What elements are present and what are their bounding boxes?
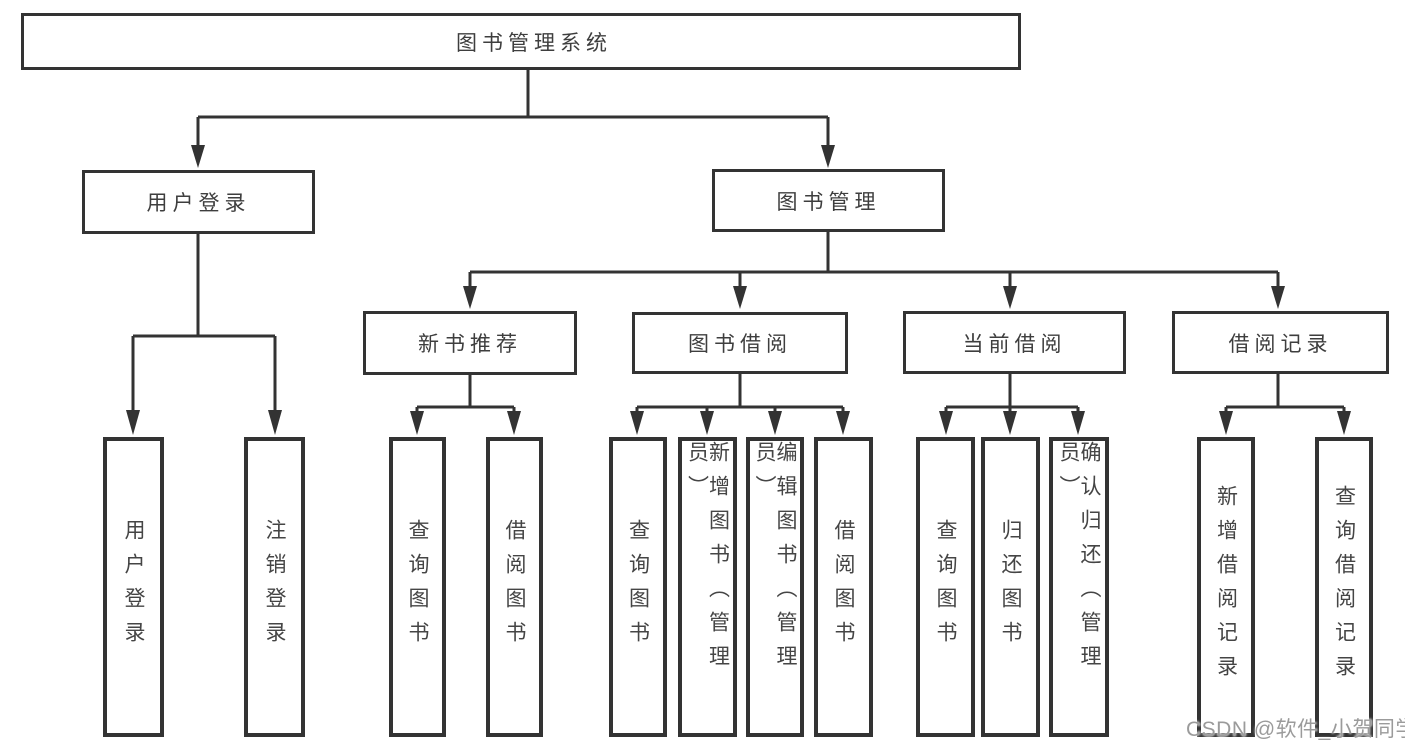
leaf-edit-book-admin-label: 编辑图书（管理员） <box>753 441 797 679</box>
node-user-login-label: 用户登录 <box>146 192 251 215</box>
arrowhead <box>939 411 953 435</box>
leaf-borrow-books-recommend-label: 借阅图书 <box>503 519 526 655</box>
arrowhead <box>1003 286 1017 309</box>
node-root-label: 图书管理系统 <box>456 31 612 55</box>
watermark: CSDN @软件_小贺同学 <box>1186 718 1405 741</box>
connector-borrowing-records <box>1224 374 1346 414</box>
arrowhead <box>191 145 205 168</box>
leaf-confirm-return-admin-label: 确认归还（管理员） <box>1057 441 1101 679</box>
node-new-book-recommend: 新书推荐 <box>363 311 577 375</box>
arrowhead <box>768 411 782 435</box>
arrowhead <box>410 411 424 435</box>
leaf-borrow-books-recommend: 借阅图书 <box>486 437 543 737</box>
leaf-add-book-admin-label: 新增图书（管理员） <box>685 441 730 679</box>
leaf-add-borrow-record: 新增借阅记录 <box>1197 437 1255 737</box>
leaf-query-books-current-label: 查询图书 <box>934 519 957 655</box>
leaf-query-books-borrowing: 查询图书 <box>609 437 667 737</box>
arrowhead <box>507 411 521 435</box>
connector-new-book-recommend <box>415 375 516 414</box>
leaf-query-borrow-record: 查询借阅记录 <box>1315 437 1373 737</box>
leaf-borrow-books-borrowing-label: 借阅图书 <box>832 519 855 655</box>
connector-root <box>196 70 830 150</box>
leaf-user-login: 用户登录 <box>103 437 164 737</box>
connector-book-borrowing <box>635 374 845 414</box>
arrowhead <box>1337 411 1351 435</box>
leaf-return-book-label: 归还图书 <box>999 519 1022 655</box>
arrowhead <box>1271 286 1285 309</box>
node-book-management: 图书管理 <box>712 169 945 232</box>
arrowhead <box>126 410 140 435</box>
arrowhead <box>821 145 835 168</box>
node-current-borrowing-label: 当前借阅 <box>962 332 1067 356</box>
arrowhead <box>1071 411 1085 435</box>
leaf-confirm-return-admin: 确认归还（管理员） <box>1049 437 1109 737</box>
arrowhead <box>1003 411 1017 435</box>
node-current-borrowing: 当前借阅 <box>903 311 1126 374</box>
arrowhead <box>630 411 644 435</box>
node-book-borrowing-label: 图书借阅 <box>688 333 792 356</box>
leaf-add-book-admin: 新增图书（管理员） <box>678 437 737 737</box>
connector-book-management <box>468 232 1280 290</box>
leaf-query-books-recommend-label: 查询图书 <box>406 519 429 655</box>
leaf-borrow-books-borrowing: 借阅图书 <box>814 437 873 737</box>
leaf-logout: 注销登录 <box>244 437 305 737</box>
node-user-login: 用户登录 <box>82 170 315 234</box>
leaf-return-book: 归还图书 <box>981 437 1040 737</box>
arrowhead <box>463 286 477 309</box>
node-borrowing-records-label: 借阅记录 <box>1228 332 1333 356</box>
leaf-user-login-label: 用户登录 <box>122 519 145 655</box>
arrowhead <box>268 410 282 435</box>
node-book-borrowing: 图书借阅 <box>632 312 848 374</box>
leaf-query-books-borrowing-label: 查询图书 <box>626 519 650 655</box>
node-borrowing-records: 借阅记录 <box>1172 311 1389 374</box>
connector-current-borrowing <box>944 374 1080 414</box>
node-book-management-label: 图书管理 <box>776 190 881 214</box>
arrowhead <box>733 286 747 309</box>
leaf-add-borrow-record-label: 新增借阅记录 <box>1214 485 1238 689</box>
node-root: 图书管理系统 <box>21 13 1021 70</box>
leaf-edit-book-admin: 编辑图书（管理员） <box>746 437 804 737</box>
leaf-query-books-recommend: 查询图书 <box>389 437 446 737</box>
leaf-query-borrow-record-label: 查询借阅记录 <box>1332 485 1356 689</box>
node-new-book-recommend-label: 新书推荐 <box>418 333 522 356</box>
arrowhead <box>836 411 850 435</box>
leaf-query-books-current: 查询图书 <box>916 437 975 737</box>
arrowhead <box>700 411 714 435</box>
arrowhead <box>1219 411 1233 435</box>
connector-user-login <box>131 234 277 414</box>
leaf-logout-label: 注销登录 <box>263 519 286 655</box>
